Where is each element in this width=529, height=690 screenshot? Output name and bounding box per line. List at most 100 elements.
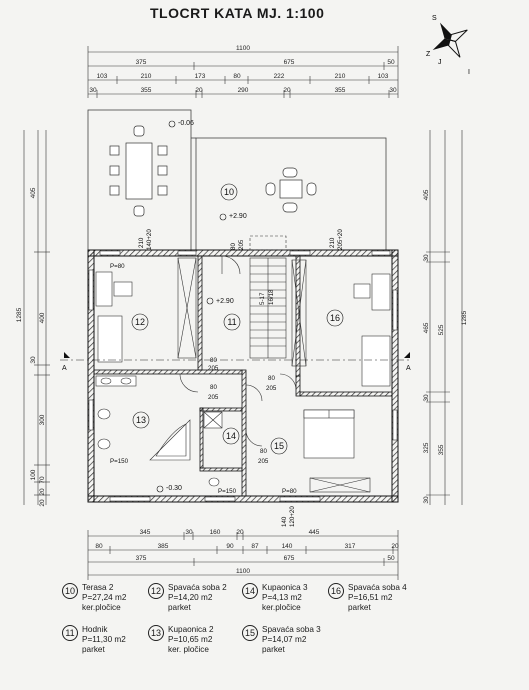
room-num-14: 14 (226, 431, 236, 441)
room-15-bed (303, 409, 355, 459)
room-num-10: 10 (224, 187, 234, 197)
opening-p150-a: P=150 (110, 458, 129, 465)
dim-bottom-r2-6: 20 (391, 543, 399, 550)
right-dimension-lines (426, 130, 463, 505)
opening-annotations: P=80 P=80 P=150 P=150 80 205 80 205 80 2… (110, 229, 344, 527)
compass-letter-south: J (438, 59, 442, 66)
dim-top-r3-0: 30 (89, 87, 97, 94)
compass-rose: S Z J I (426, 15, 470, 76)
windows (88, 250, 398, 502)
dim-bottom-r1-1: 30 (185, 529, 193, 536)
left-dimension-lines (23, 130, 50, 505)
bottom-dimension-lines (87, 530, 399, 580)
room-12-furniture (95, 271, 133, 363)
dim-left-1: 400 (39, 312, 46, 323)
stair-label-1: 5-17 (259, 292, 266, 305)
legend-num: 10 (62, 583, 78, 599)
opening-w3b: 120+20 (289, 506, 296, 527)
dim-top-r2-4: 222 (274, 73, 285, 80)
dim-top-r3-1: 355 (141, 87, 152, 94)
opening-p150-b: P=150 (218, 488, 237, 495)
dim-top-r3-5: 355 (335, 87, 346, 94)
room-16-furniture (353, 273, 391, 387)
dim-top-r2-5: 210 (335, 73, 346, 80)
dim-bottom-r3-2: 50 (387, 555, 395, 562)
dim-right-0: 405 (423, 189, 430, 200)
room-num-13: 13 (136, 415, 146, 425)
dim-bottom-r2-2: 90 (226, 543, 234, 550)
section-label-right: A (406, 365, 411, 372)
room-num-12: 12 (135, 317, 145, 327)
opening-d1b: 205 (208, 365, 219, 372)
opening-d2b: 205 (208, 394, 219, 401)
dim-top-r2-6: 103 (378, 73, 389, 80)
opening-w1: 210 (138, 237, 145, 248)
opening-d3: 80 (268, 375, 275, 382)
legend-num: 11 (62, 625, 78, 641)
terrace-round-table (265, 167, 317, 213)
opening-w3: 140 (281, 516, 288, 527)
dim-top-r1-1: 675 (284, 59, 295, 66)
legend-num: 15 (242, 625, 258, 641)
level-3: -0.30 (166, 485, 182, 492)
level-markers: -0.06 +2.90 +2.90 -0.30 (156, 120, 247, 493)
opening-d4b: 205 (258, 458, 269, 465)
opening-d5: 80 (230, 243, 237, 250)
bathroom-13-fixtures (95, 375, 191, 461)
opening-d2: 80 (210, 384, 217, 391)
dim-left-4: 100 (30, 469, 37, 480)
dim-left-2: 30 (30, 356, 37, 364)
legend-num: 13 (148, 625, 164, 641)
dim-top-r1-2: 50 (387, 59, 395, 66)
level-2: +2.90 (216, 298, 234, 305)
compass-letter-west: Z (426, 51, 431, 58)
opening-w2: 210 (329, 237, 336, 248)
legend-num: 14 (242, 583, 258, 599)
dim-right-3: 525 (438, 324, 445, 335)
room-number-labels: 10 11 12 13 14 15 16 (131, 183, 344, 455)
dim-left-6: 20 (39, 488, 46, 496)
dim-left-5: 70 (39, 476, 46, 484)
dim-right-7: 30 (423, 496, 430, 504)
dim-top-r2-2: 173 (195, 73, 206, 80)
opening-p80-b: P=80 (282, 488, 297, 495)
dim-top-r3-6: 30 (389, 87, 397, 94)
level-1: +2.90 (229, 213, 247, 220)
staircase (249, 235, 287, 359)
dim-bottom-r3-0: 375 (136, 555, 147, 562)
room-num-16: 16 (330, 313, 340, 323)
section-label-left: A (62, 365, 67, 372)
interior-walls (93, 255, 393, 497)
level-0: -0.06 (178, 120, 194, 127)
dim-bottom-r2-4: 140 (282, 543, 293, 550)
door-swings (179, 255, 297, 447)
dim-right-1: 30 (423, 254, 430, 262)
dim-top-r2-0: 103 (97, 73, 108, 80)
dim-top-r3-2: 20 (195, 87, 203, 94)
opening-d3b: 205 (266, 385, 277, 392)
dim-top-r1-0: 375 (136, 59, 147, 66)
opening-d1: 80 (210, 357, 217, 364)
dim-right-2: 465 (423, 322, 430, 333)
opening-w2b: 205+20 (337, 229, 344, 250)
dim-bottom-r2-0: 80 (95, 543, 103, 550)
dim-top-r2-1: 210 (141, 73, 152, 80)
dim-left-7: 20 (39, 499, 46, 507)
stair-label-2: 16/18 (268, 289, 275, 305)
room-num-11: 11 (227, 317, 236, 327)
dim-left-0: 405 (30, 187, 37, 198)
top-dimension-lines (87, 46, 399, 98)
dim-right-6: 355 (438, 444, 445, 455)
compass-north-label: S (432, 15, 437, 22)
dim-bottom-r1-2: 160 (210, 529, 221, 536)
dim-bottom-r1-4: 445 (309, 529, 320, 536)
dim-right-5: 325 (423, 442, 430, 453)
dim-bottom-r1-3: 20 (236, 529, 244, 536)
opening-p80-a: P=80 (110, 263, 125, 270)
opening-d5b: 205 (238, 239, 245, 250)
dim-bottom-r2-1: 385 (158, 543, 169, 550)
dim-bottom-r1-0: 345 (140, 529, 151, 536)
dim-top-r3-3: 290 (238, 87, 249, 94)
